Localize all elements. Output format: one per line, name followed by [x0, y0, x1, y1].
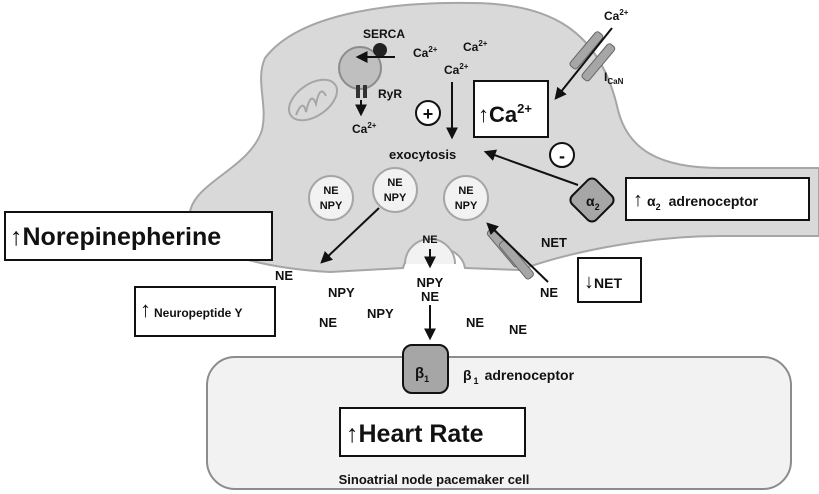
net-transporter	[486, 227, 534, 280]
vesicle-2-line2: NPY	[384, 192, 407, 204]
vesicle-1-line1: NE	[323, 185, 338, 197]
plus-sign-text: +	[423, 104, 434, 124]
calcium-label-2: Ca2+	[463, 39, 488, 54]
ryr-channel-left	[356, 85, 360, 98]
calcium-increase-box	[473, 80, 549, 138]
norepinephrine-text: ↑Norepinepherine	[10, 223, 221, 251]
heart-rate-text: ↑Heart Rate	[346, 420, 484, 448]
pacemaker-cell-label: Sinoatrial node pacemaker cell	[339, 472, 530, 487]
exocytosis-label: exocytosis	[389, 147, 456, 162]
minus-sign-text: -	[559, 146, 565, 166]
heart-rate-box	[339, 407, 526, 457]
cleft-ne-1: NE	[275, 268, 293, 283]
plus-sign-icon	[415, 100, 441, 126]
net-ne-label: NE	[540, 285, 558, 300]
ican-channel	[569, 31, 616, 82]
neuropeptide-y-text: ↑Neuropeptide Y	[140, 297, 242, 322]
net-decrease-box	[577, 257, 642, 303]
serca-pump	[373, 43, 387, 57]
calcium-increase-text: ↑Ca2+	[478, 101, 532, 127]
serca-label: SERCA	[363, 27, 405, 41]
ryr-channel-right	[363, 85, 367, 98]
calcium-label-3: Ca2+	[444, 62, 469, 77]
net-reuptake-arrow	[486, 222, 549, 283]
beta1-receptor	[402, 344, 449, 394]
cleft-npy-1: NPY	[328, 285, 355, 300]
neuropeptide-y-box	[134, 286, 276, 337]
vesicle-3-line1: NE	[458, 185, 473, 197]
vesicle-release-arrow	[320, 207, 380, 264]
ican-influx-arrow	[554, 27, 613, 100]
cleft-ne-4: NE	[509, 322, 527, 337]
vesicle-1-line2: NPY	[320, 200, 343, 212]
alpha2-adrenoceptor-box	[625, 177, 810, 221]
mitochondrion-icon	[288, 78, 338, 122]
ryr-label: RyR	[378, 87, 402, 101]
cleft-ne-2: NE	[319, 315, 337, 330]
cleft-ne-3: NE	[466, 315, 484, 330]
net-decrease-text: ↓NET	[584, 271, 622, 293]
alpha2-receptor	[569, 177, 615, 223]
vesicle-2-line1: NE	[387, 177, 402, 189]
cleft-npy-2: NPY	[367, 306, 394, 321]
calcium-label-1: Ca2+	[413, 45, 438, 60]
norepinephrine-box	[4, 211, 273, 261]
ican-calcium-label: Ca2+	[604, 8, 629, 23]
released-ne: NE	[421, 289, 439, 304]
alpha2-receptor-label: α2	[586, 193, 600, 212]
minus-sign-icon	[549, 142, 575, 168]
alpha2-inhibition-arrow	[483, 149, 579, 186]
vesicle-2	[372, 167, 418, 213]
net-label: NET	[541, 235, 567, 250]
ryr-calcium-label: Ca2+	[352, 121, 377, 136]
fusing-vesicle-ne: NE	[422, 234, 437, 246]
vesicle-3	[443, 175, 489, 221]
ican-label: ICaN	[604, 70, 624, 86]
released-npy: NPY	[417, 275, 444, 290]
beta1-receptor-label: β1	[415, 365, 429, 384]
vesicle-1	[308, 175, 354, 221]
vesicle-3-line2: NPY	[455, 200, 478, 212]
